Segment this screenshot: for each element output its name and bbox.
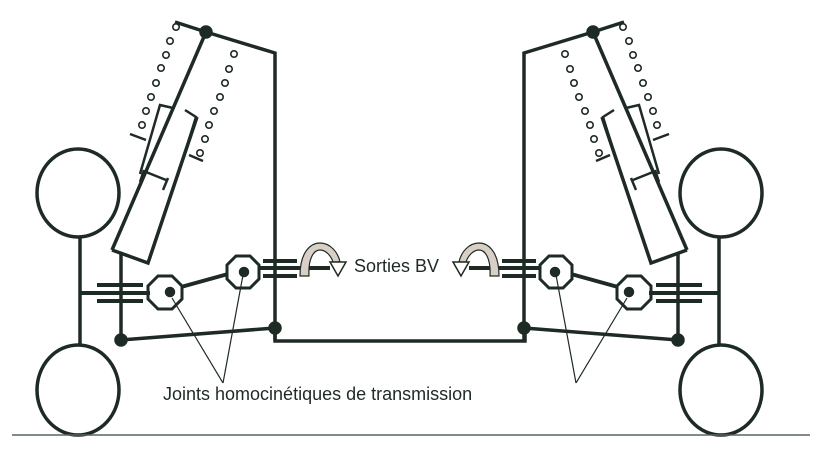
chassis-crossmember — [273, 328, 527, 343]
left-suspension — [35, 20, 347, 437]
cv-joints-label: Joints homocinétiques de transmission — [163, 384, 473, 404]
right-suspension — [452, 20, 764, 437]
gearbox-outputs-label: Sorties BV — [354, 256, 440, 276]
